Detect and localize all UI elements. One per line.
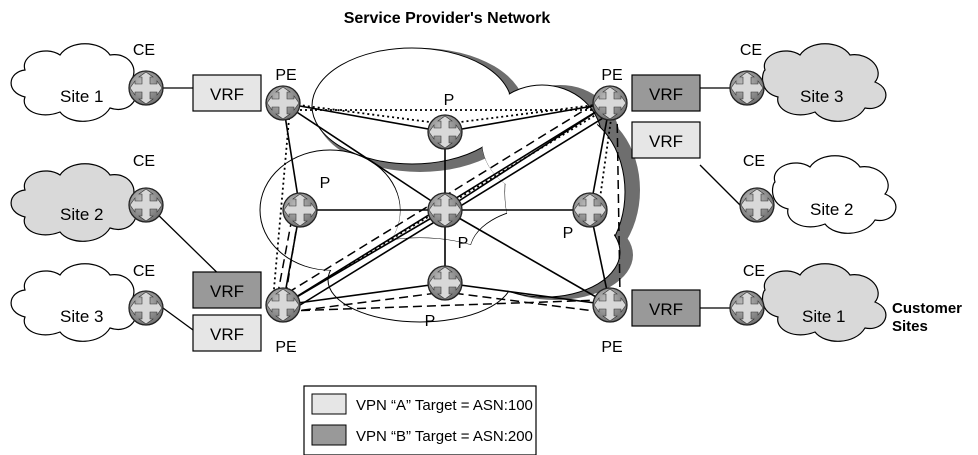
pe-label: PE <box>601 339 622 356</box>
customer-sites-label-line2: Sites <box>892 318 928 335</box>
legend: VPN “A” Target = ASN:100 VPN “B” Target … <box>303 385 537 455</box>
pe-router-top-right-icon <box>592 85 628 121</box>
pe-label: PE <box>275 339 296 356</box>
ce-router-left-2-icon <box>128 187 164 223</box>
p-label: P <box>563 225 574 242</box>
p-router-bottom-icon <box>427 265 463 301</box>
ce-label: CE <box>133 263 155 280</box>
diagram-title: Service Provider's Network <box>344 10 551 27</box>
site-label: Site 2 <box>810 200 853 219</box>
site-cloud-left-2 <box>10 163 137 242</box>
p-router-top-icon <box>427 114 463 150</box>
ce-label: CE <box>740 42 762 59</box>
vrf-box-left-mid: VRF <box>192 271 262 309</box>
site-label: Site 1 <box>802 307 845 326</box>
vrf-label: VRF <box>210 85 244 104</box>
pe-router-bottom-left-icon <box>265 287 301 323</box>
p-label: P <box>320 175 331 192</box>
customer-sites-label-line1: Customer <box>892 300 962 317</box>
pe-label: PE <box>275 67 296 84</box>
p-label: P <box>458 235 469 252</box>
vrf-label: VRF <box>649 300 683 319</box>
site-label: Site 2 <box>60 205 103 224</box>
p-router-left-icon <box>282 192 318 228</box>
p-router-center-icon <box>427 192 463 228</box>
ce-label: CE <box>743 263 765 280</box>
vrf-box-right-mid: VRF <box>631 121 701 159</box>
vrf-box-left-top: VRF <box>192 74 262 112</box>
vrf-label: VRF <box>649 132 683 151</box>
legend-swatch-vpn-a <box>311 393 347 415</box>
ce-router-left-3-icon <box>128 290 164 326</box>
vrf-label: VRF <box>210 325 244 344</box>
pe-router-top-left-icon <box>265 85 301 121</box>
site-label: Site 1 <box>60 87 103 106</box>
vrf-box-left-bottom: VRF <box>192 314 262 352</box>
p-label: P <box>425 313 436 330</box>
vrf-label: VRF <box>649 85 683 104</box>
site-cloud-left-3 <box>10 263 137 342</box>
p-router-right-icon <box>572 192 608 228</box>
ce-router-right-3-icon <box>729 70 765 106</box>
ce-label: CE <box>133 153 155 170</box>
ce-router-right-1-icon <box>729 290 765 326</box>
ce-label: CE <box>133 42 155 59</box>
site-cloud-right-3 <box>761 43 887 122</box>
pe-label: PE <box>601 67 622 84</box>
vrf-label: VRF <box>210 282 244 301</box>
legend-swatch-vpn-b <box>311 424 347 446</box>
legend-item-vpn-b: VPN “B” Target = ASN:200 <box>356 428 533 445</box>
site-label: Site 3 <box>800 87 843 106</box>
site-label: Site 3 <box>60 307 103 326</box>
site-cloud-right-1 <box>761 263 887 342</box>
pe-router-bottom-right-icon <box>592 287 628 323</box>
ce-label: CE <box>743 153 765 170</box>
vrf-box-right-bottom: VRF <box>631 289 701 327</box>
site-cloud-right-2 <box>771 155 897 234</box>
legend-item-vpn-a: VPN “A” Target = ASN:100 <box>356 397 533 414</box>
p-label: P <box>444 92 455 109</box>
vrf-box-right-top: VRF <box>631 74 701 112</box>
ce-router-right-2-icon <box>739 187 775 223</box>
site-cloud-left-1 <box>10 43 137 122</box>
ce-router-left-1-icon <box>128 70 164 106</box>
